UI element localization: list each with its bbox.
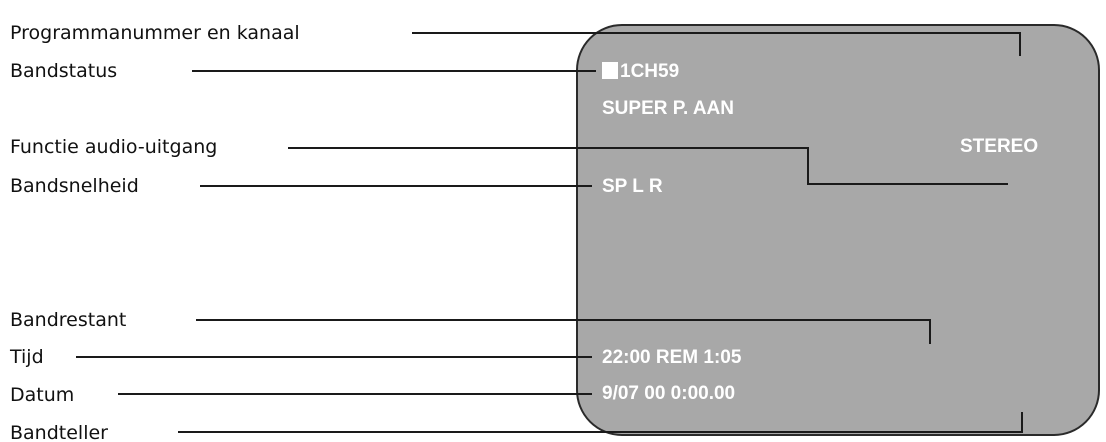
- label-tape-status: Bandstatus: [10, 60, 118, 82]
- osd-time-rem: 22:00 REM 1:05: [602, 347, 742, 368]
- tape-status-block: [602, 62, 618, 79]
- label-time: Tijd: [10, 346, 44, 368]
- label-tape-speed: Bandsnelheid: [10, 175, 139, 197]
- label-date: Datum: [10, 384, 75, 406]
- label-audio-output: Functie audio-uitgang: [10, 136, 218, 158]
- label-program-channel: Programmanummer en kanaal: [10, 22, 300, 44]
- osd-date-counter: 9/07 00 0:00.00: [602, 383, 736, 404]
- osd-channel: 1CH59: [620, 61, 680, 82]
- osd-stereo: STEREO: [960, 136, 1039, 157]
- label-tape-remaining: Bandrestant: [10, 309, 127, 331]
- label-tape-counter: Bandteller: [10, 422, 108, 442]
- tv-screen: [576, 24, 1100, 436]
- osd-speed-lr: SP L R: [602, 176, 663, 197]
- osd-super-p: SUPER P. AAN: [602, 98, 734, 119]
